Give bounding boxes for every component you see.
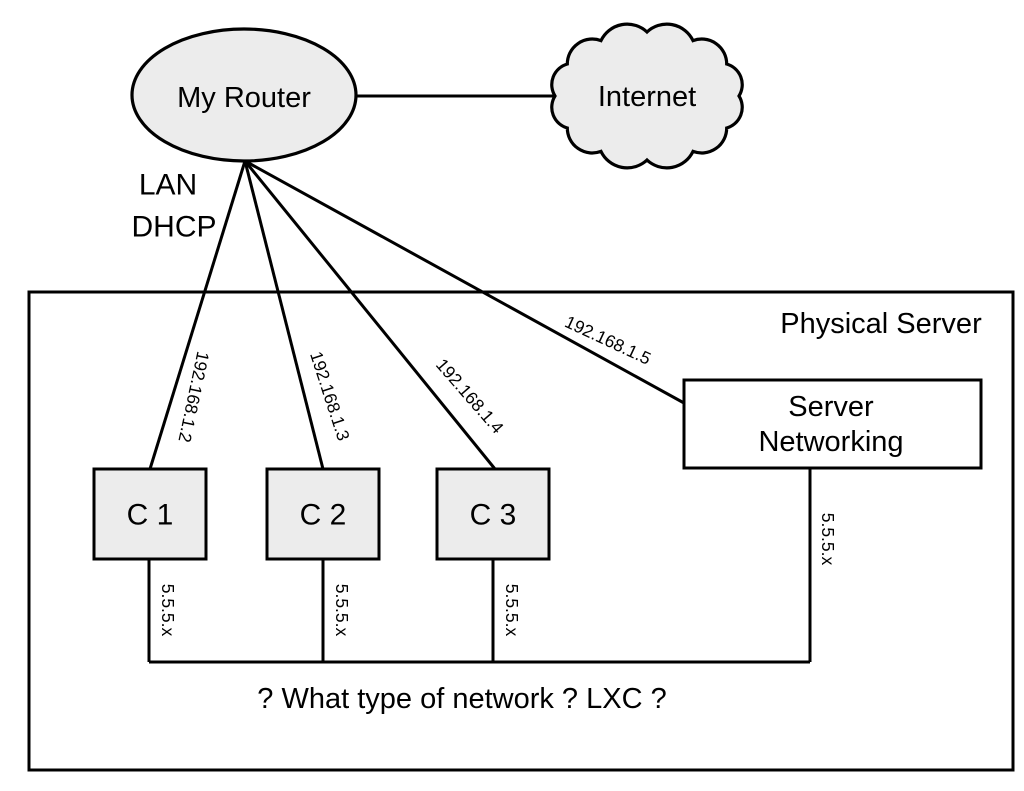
edge-router-c3 (243, 160, 497, 470)
c1-label: C 1 (127, 499, 174, 532)
router-label: My Router (177, 82, 311, 114)
internet-cloud (550, 22, 744, 170)
edge-router-c1 (148, 160, 247, 470)
physical-server-box (27, 290, 1015, 772)
c3-node (435, 467, 551, 561)
c2-label: C 2 (300, 499, 347, 532)
edge-label-c3-bus: 5.5.5.x (502, 584, 522, 637)
edge-label-server-networking-bus: 5.5.5.x (818, 513, 838, 566)
server-networking-node (682, 378, 983, 470)
server-networking-label-line2: Networking (758, 426, 903, 458)
edge-label-c1-bus: 5.5.5.x (158, 584, 178, 637)
edge-label-c2-bus: 5.5.5.x (332, 584, 352, 637)
edge-label-router-c1: 192.168.1.2 (174, 350, 213, 445)
c2-node (265, 467, 381, 561)
server-networking-label-line1: Server (788, 391, 874, 423)
edge-label-router-c3: 192.168.1.4 (432, 355, 508, 438)
router-node (130, 27, 358, 163)
edge-router-c2 (243, 160, 325, 470)
internet-label: Internet (598, 81, 696, 113)
physical-server-label: Physical Server (780, 308, 982, 340)
question-annotation: ? What type of network ? LXC ? (257, 683, 666, 715)
lan-label: LAN (139, 169, 197, 202)
c3-label: C 3 (470, 499, 517, 532)
dhcp-label: DHCP (131, 211, 216, 244)
c1-node (92, 467, 208, 561)
edge-router-server-networking (244, 159, 685, 405)
